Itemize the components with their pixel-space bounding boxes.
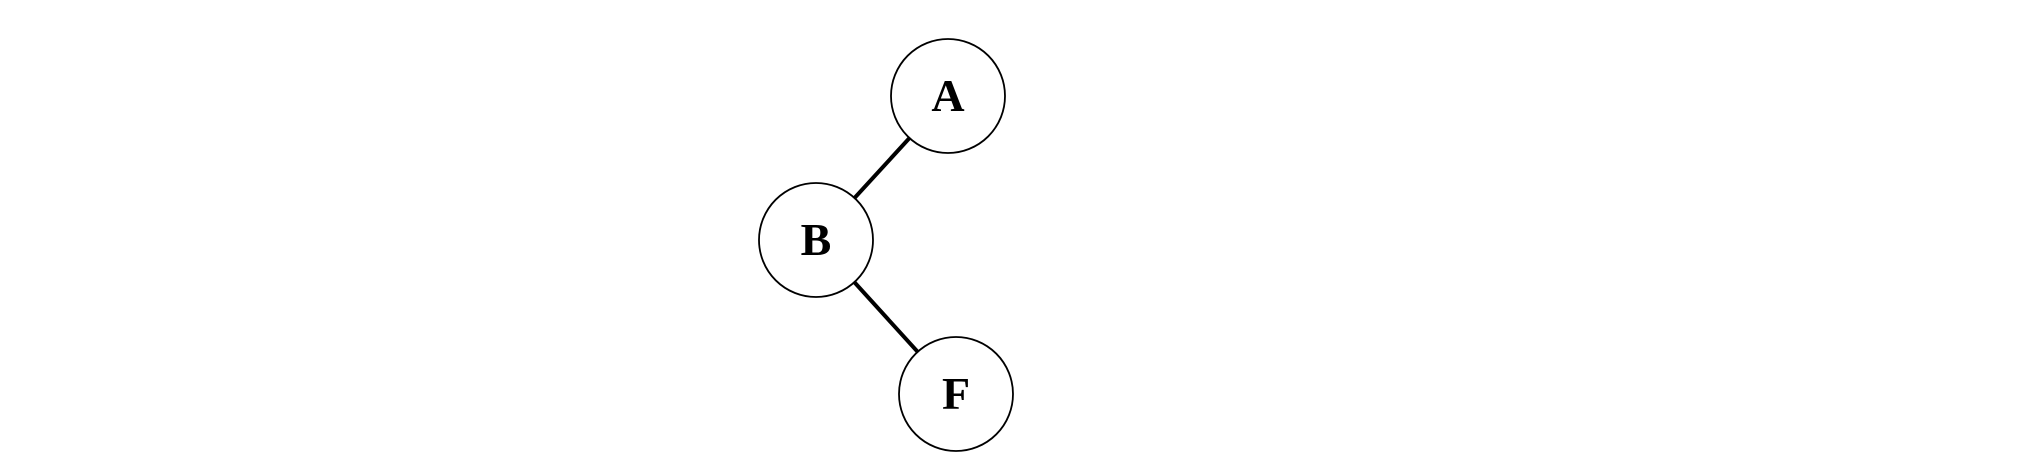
graph-node-circle-A (890, 38, 1006, 154)
graph-node-circle-F (898, 336, 1014, 452)
graph-node-F: F (898, 336, 1014, 452)
graph-node-A: A (890, 38, 1006, 154)
graph-node-label-B: B (801, 214, 832, 265)
graph-node-label-A: A (931, 70, 964, 121)
graph-node-circle-B (758, 182, 874, 298)
graph-node-label-F: F (942, 368, 970, 419)
graph-node-B: B (758, 182, 874, 298)
